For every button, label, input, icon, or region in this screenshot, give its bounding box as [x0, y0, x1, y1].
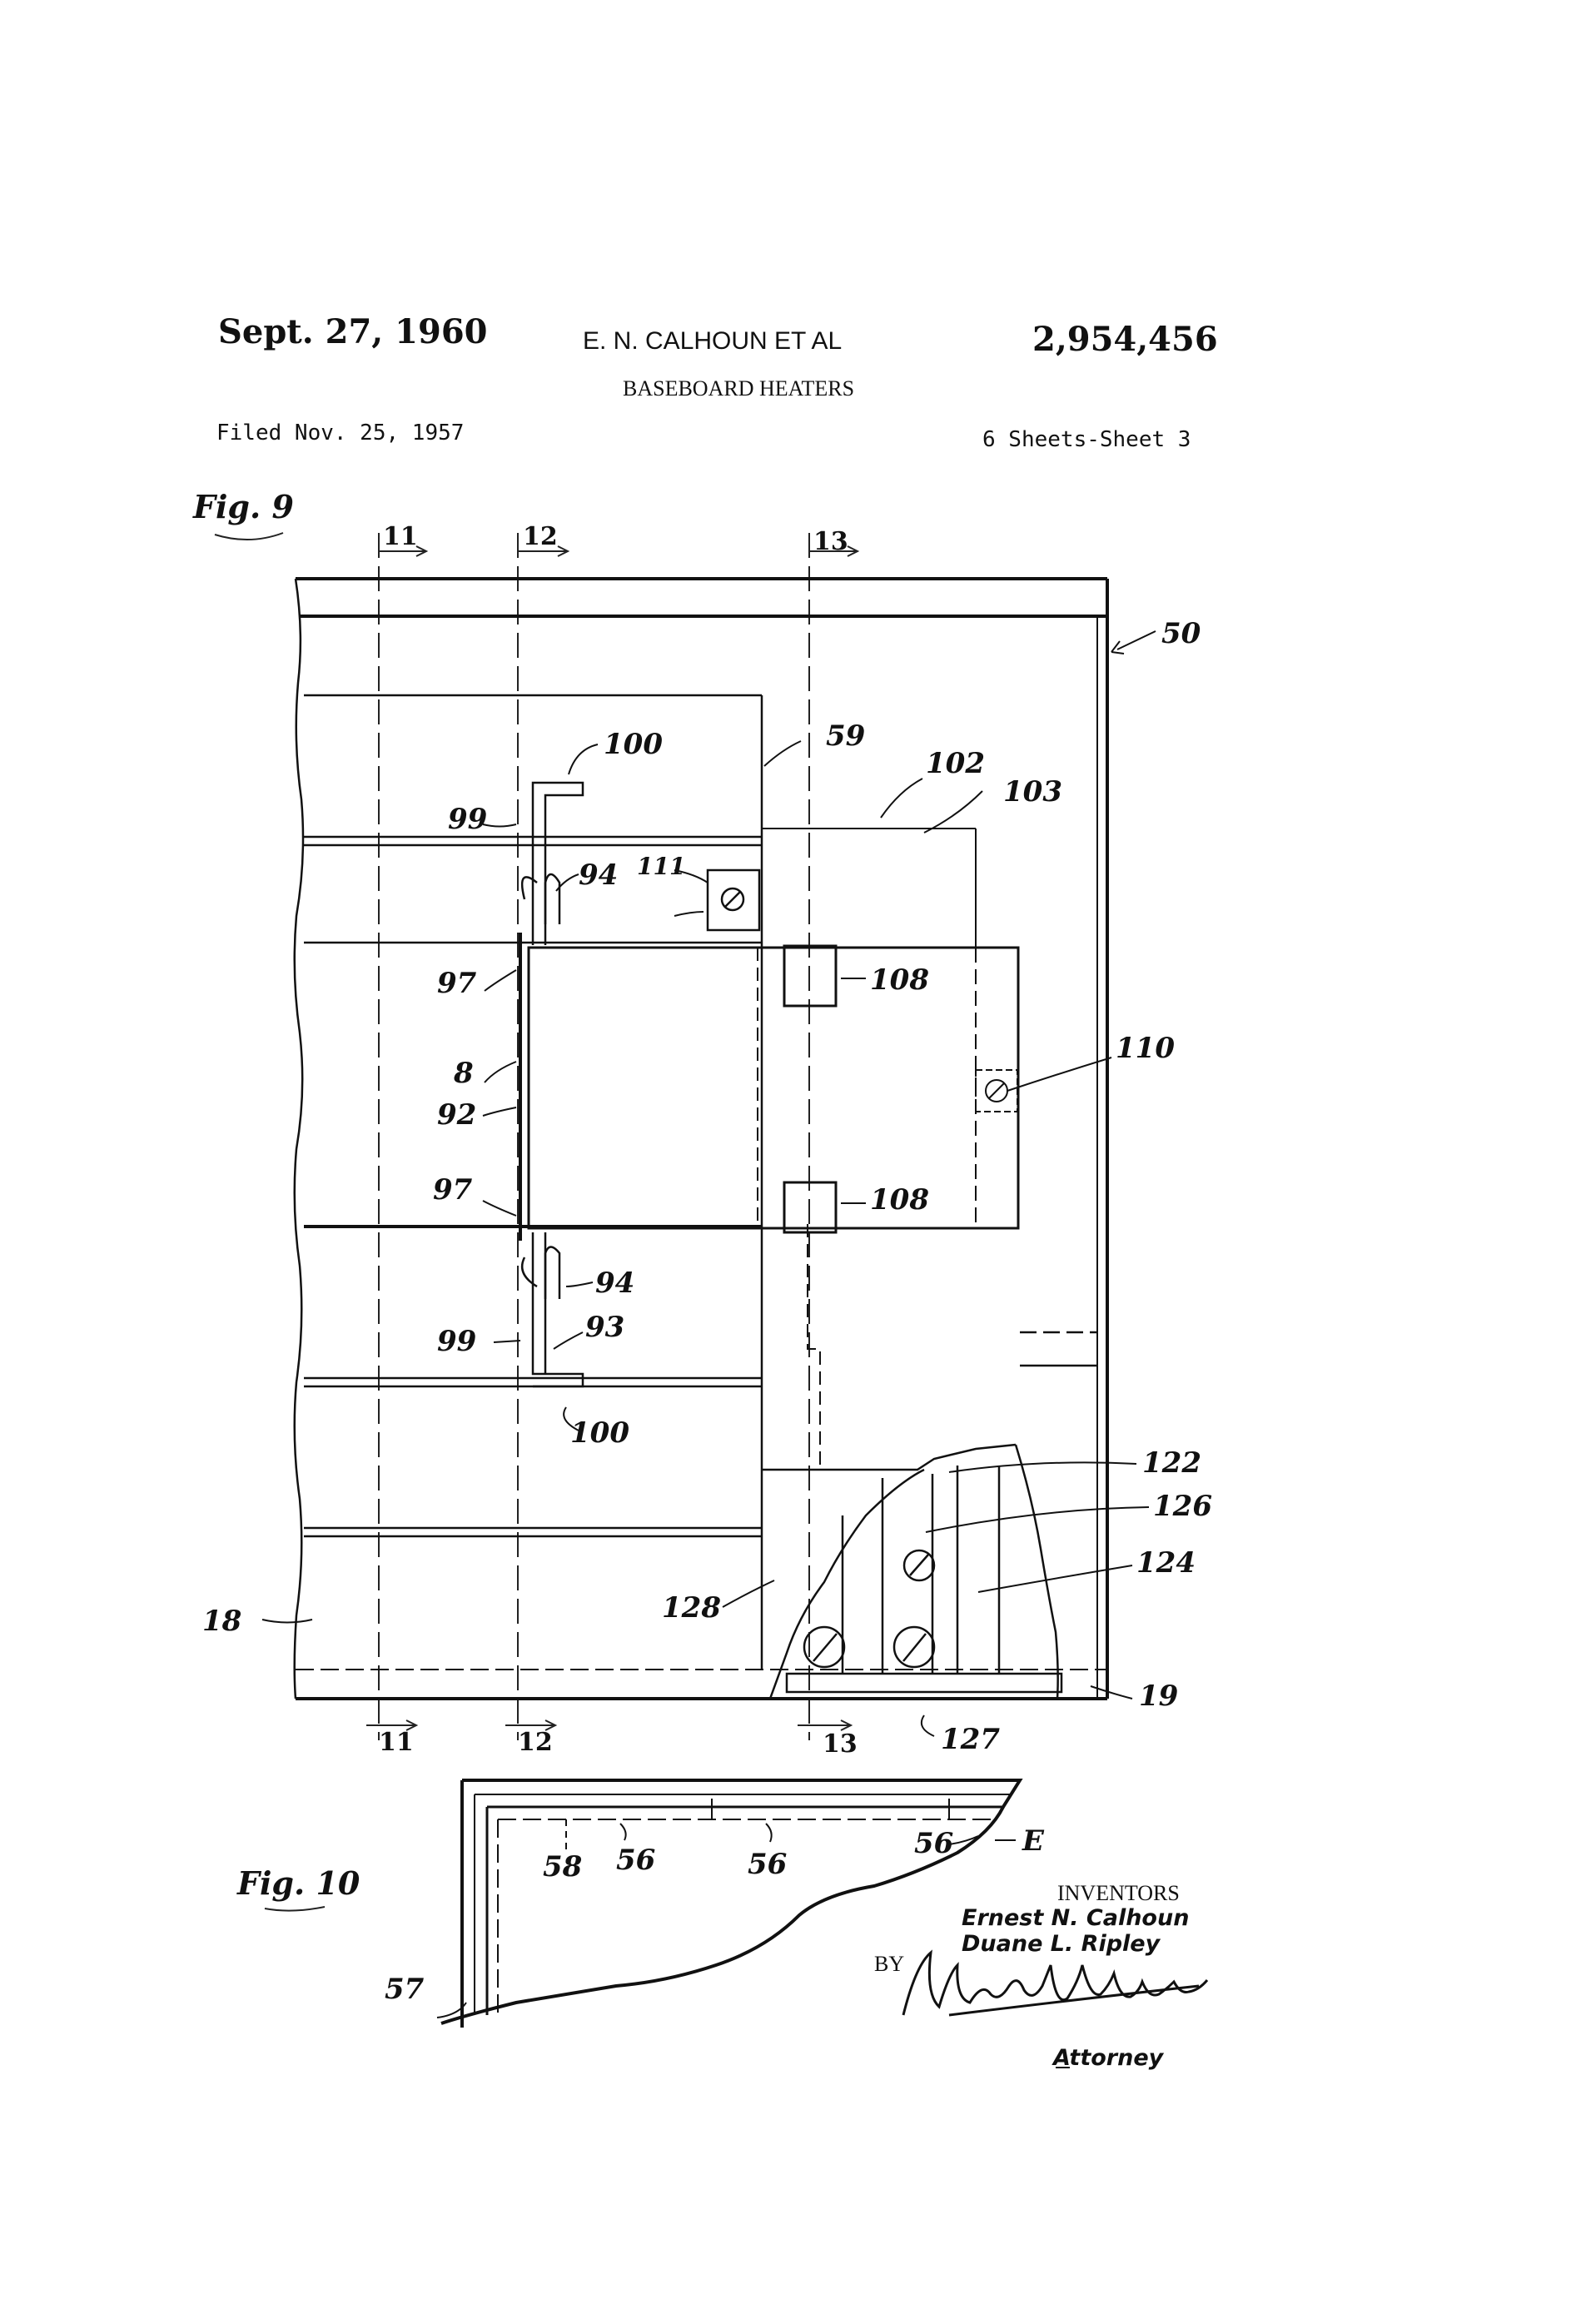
- heater-housing: [293, 577, 1109, 1700]
- inventors-heading: INVENTORS: [1057, 1881, 1180, 1905]
- patent-title: BASEBOARD HEATERS: [623, 376, 855, 401]
- inventor-2: Duane L. Ripley: [962, 1931, 1161, 1957]
- ref-92: 92: [437, 1098, 476, 1132]
- ref-56-b: 56: [748, 1848, 787, 1881]
- ref-56-a: 56: [616, 1844, 655, 1877]
- ref-97-bottom: 97: [433, 1173, 473, 1207]
- section-12-top: 12: [523, 522, 558, 551]
- section-11-top: 11: [383, 522, 418, 551]
- section-11-bottom: 11: [379, 1728, 414, 1757]
- ref-59: 59: [826, 719, 865, 753]
- ref-93: 93: [585, 1311, 624, 1344]
- mounting-plate: [519, 933, 1020, 1241]
- screw-111: [706, 868, 761, 932]
- inventors-short: E. N. CALHOUN ET AL: [583, 327, 843, 355]
- ref-128: 128: [662, 1591, 721, 1625]
- patent-date: Sept. 27, 1960: [218, 312, 488, 351]
- ref-56-c: 56: [914, 1827, 953, 1860]
- bracket-59: [757, 828, 977, 1466]
- ref-111: 111: [637, 853, 685, 880]
- clips-108: [783, 944, 838, 1234]
- hook-members: [520, 781, 584, 1388]
- fig10-section: [436, 1779, 1023, 2028]
- ref-127: 127: [941, 1723, 1000, 1756]
- inventor-1: Ernest N. Calhoun: [962, 1905, 1189, 1931]
- ref-19: 19: [1139, 1680, 1178, 1713]
- patent-number: 2,954,456: [1032, 320, 1218, 359]
- ref-57: 57: [385, 1973, 425, 2006]
- ref-97-top: 97: [437, 967, 477, 1000]
- sheet-count: 6 Sheets-Sheet 3: [982, 427, 1191, 452]
- ref-99-top: 99: [448, 803, 487, 836]
- section-markers-bottom: [366, 1719, 853, 1731]
- ref-8: 8: [453, 1057, 474, 1090]
- ref-E: E: [1022, 1824, 1045, 1858]
- ref-110: 110: [1116, 1032, 1175, 1065]
- ref-108-top: 108: [870, 963, 929, 997]
- attorney-label: Attorney: [1052, 2045, 1165, 2071]
- section-markers-top: [379, 545, 860, 557]
- ref-126: 126: [1153, 1490, 1212, 1523]
- ref-103: 103: [1003, 775, 1062, 809]
- ref-100-bottom: 100: [570, 1416, 629, 1450]
- cutaway-terminal-block: [762, 1443, 1063, 1699]
- attorney-signature: [902, 1949, 1209, 2017]
- screw-110: [975, 1069, 1018, 1112]
- section-13-bottom: 13: [823, 1729, 858, 1759]
- ref-58: 58: [543, 1850, 582, 1884]
- ref-108-bottom: 108: [870, 1183, 929, 1217]
- ref-122: 122: [1142, 1446, 1201, 1480]
- section-lines: [378, 533, 810, 1740]
- filed-date: Filed Nov. 25, 1957: [216, 421, 465, 445]
- section-13-top: 13: [813, 527, 848, 556]
- fig10-label: Fig. 10: [236, 1864, 360, 1902]
- fig9-label: Fig. 9: [192, 488, 294, 525]
- leader-lines: [261, 630, 1156, 1737]
- ref-124: 124: [1136, 1546, 1196, 1580]
- ref-94-bottom: 94: [595, 1267, 634, 1300]
- ref-99-bottom: 99: [437, 1325, 476, 1358]
- ref-102: 102: [926, 747, 985, 780]
- ref-18: 18: [202, 1605, 241, 1638]
- ref-94-top: 94: [579, 858, 618, 892]
- ref-100-top: 100: [604, 728, 663, 761]
- by-label: BY: [874, 1952, 904, 1976]
- ref-50: 50: [1161, 617, 1201, 650]
- section-12-bottom: 12: [518, 1728, 553, 1757]
